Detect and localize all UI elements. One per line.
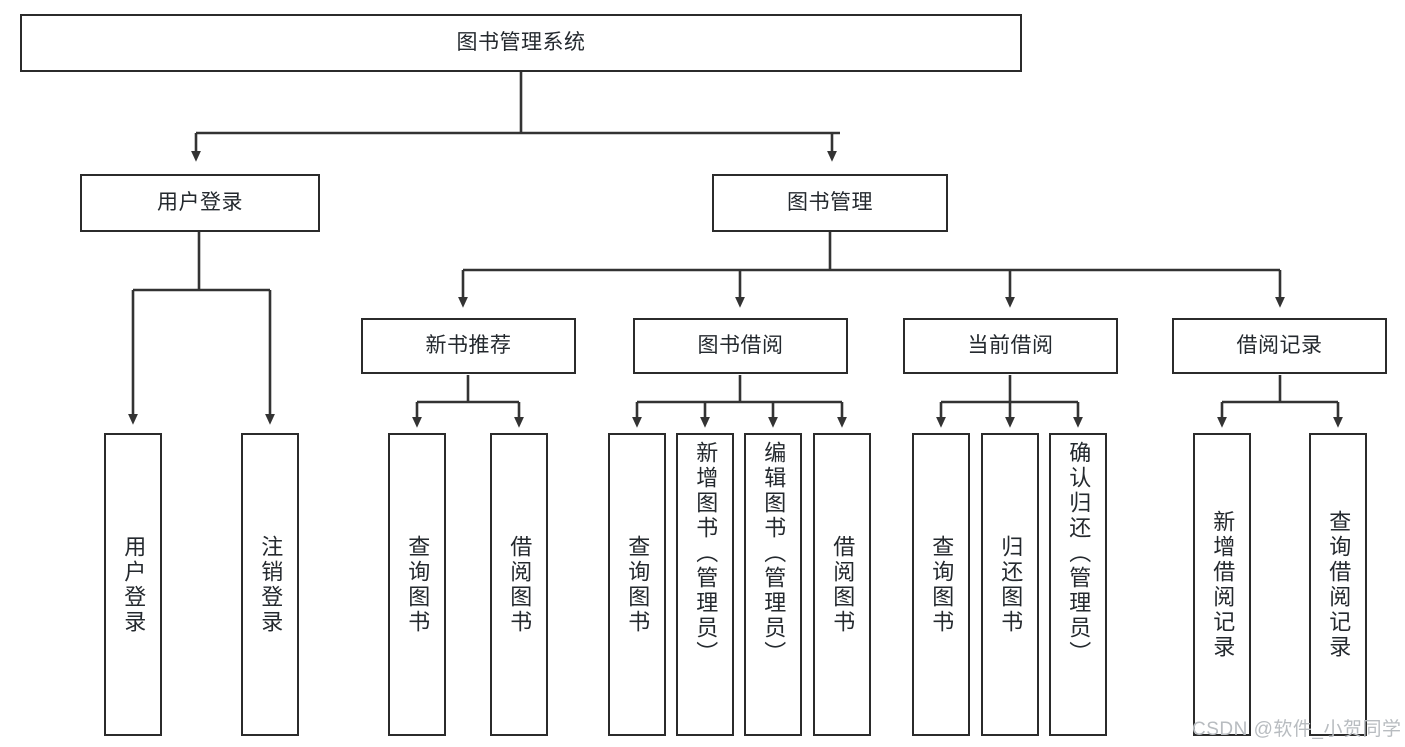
watermark-text: CSDN @软件_小贺同学: [1192, 719, 1402, 740]
node-leaf-logout-label: 注销登录: [258, 534, 284, 635]
node-current-borrow-label: 当前借阅: [967, 334, 1054, 358]
node-user-login[interactable]: 用户登录: [80, 174, 320, 232]
node-leaf-return-book-label: 归还图书: [998, 534, 1024, 635]
node-leaf-query-record-label: 查询借阅记录: [1326, 509, 1352, 660]
node-leaf-borrow-book-2-label: 借阅图书: [830, 534, 856, 635]
node-book-borrow[interactable]: 图书借阅: [633, 318, 848, 374]
node-leaf-query-record[interactable]: 查询借阅记录: [1309, 433, 1367, 736]
node-leaf-user-login[interactable]: 用户登录: [104, 433, 162, 736]
node-leaf-query-book-1[interactable]: 查询图书: [388, 433, 446, 736]
node-leaf-edit-book-label: 编辑图书（管理员）: [761, 441, 787, 666]
node-new-book-recommend[interactable]: 新书推荐: [361, 318, 576, 374]
node-leaf-add-book-label: 新增图书（管理员）: [693, 441, 719, 666]
node-leaf-query-book-3-label: 查询图书: [929, 534, 955, 635]
node-leaf-confirm-return-label: 确认归还（管理员）: [1066, 441, 1092, 666]
node-leaf-query-book-2[interactable]: 查询图书: [608, 433, 666, 736]
node-leaf-borrow-book-2[interactable]: 借阅图书: [813, 433, 871, 736]
node-leaf-query-book-3[interactable]: 查询图书: [912, 433, 970, 736]
node-book-manage[interactable]: 图书管理: [712, 174, 948, 232]
node-root-label: 图书管理系统: [456, 31, 586, 55]
node-leaf-add-book[interactable]: 新增图书（管理员）: [676, 433, 734, 736]
node-leaf-borrow-book-1[interactable]: 借阅图书: [490, 433, 548, 736]
node-root[interactable]: 图书管理系统: [20, 14, 1022, 72]
node-leaf-query-book-2-label: 查询图书: [625, 534, 651, 635]
node-book-borrow-label: 图书借阅: [697, 334, 784, 358]
node-book-manage-label: 图书管理: [787, 191, 873, 215]
node-leaf-user-login-label: 用户登录: [121, 534, 147, 635]
node-leaf-edit-book[interactable]: 编辑图书（管理员）: [744, 433, 802, 736]
node-leaf-add-record-label: 新增借阅记录: [1210, 509, 1236, 660]
node-current-borrow[interactable]: 当前借阅: [903, 318, 1118, 374]
node-new-book-recommend-label: 新书推荐: [425, 334, 512, 358]
node-leaf-confirm-return[interactable]: 确认归还（管理员）: [1049, 433, 1107, 736]
node-leaf-add-record[interactable]: 新增借阅记录: [1193, 433, 1251, 736]
node-leaf-query-book-1-label: 查询图书: [405, 534, 431, 635]
node-borrow-record[interactable]: 借阅记录: [1172, 318, 1387, 374]
node-leaf-borrow-book-1-label: 借阅图书: [507, 534, 533, 635]
node-borrow-record-label: 借阅记录: [1236, 334, 1323, 358]
node-leaf-return-book[interactable]: 归还图书: [981, 433, 1039, 736]
node-user-login-label: 用户登录: [157, 191, 243, 215]
node-leaf-logout[interactable]: 注销登录: [241, 433, 299, 736]
